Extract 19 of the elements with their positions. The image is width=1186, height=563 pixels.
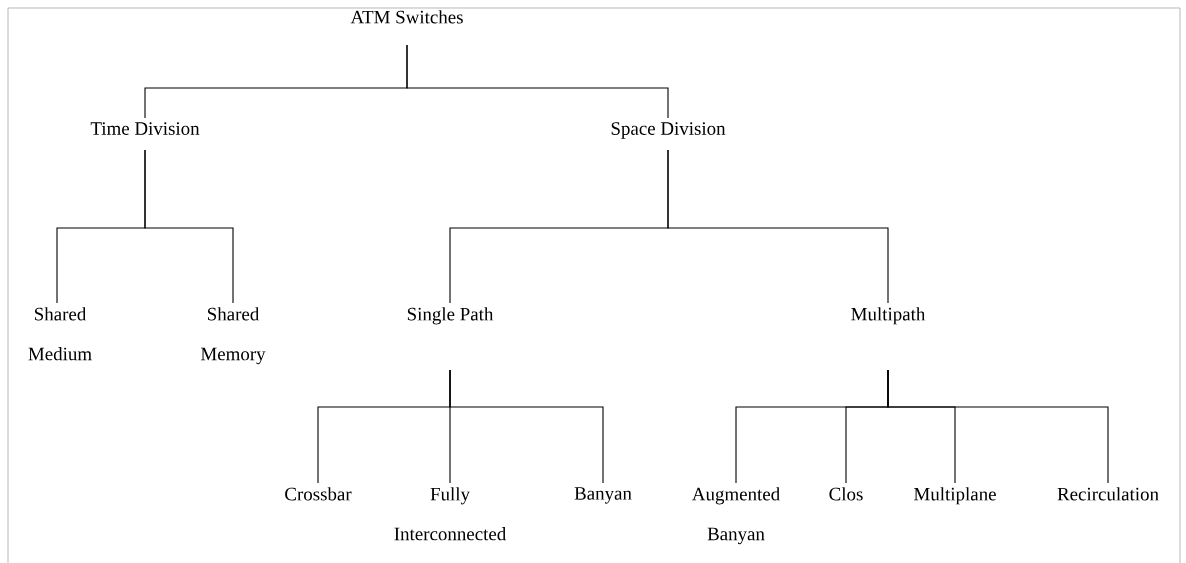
node-label: Recirculation	[1057, 487, 1159, 501]
node-label: Banyan	[574, 487, 632, 504]
connector-line	[406, 44, 669, 119]
node-label: Clos	[829, 487, 863, 501]
node-label: Fully Interconnected	[394, 487, 506, 541]
node-label: Shared Memory	[200, 307, 266, 365]
node-label: Single Path	[407, 307, 494, 325]
node-label: ATM Switches	[350, 10, 463, 24]
node-label: Shared Medium	[28, 307, 92, 361]
node-label: Multiplane	[914, 487, 996, 505]
connector-line	[449, 369, 604, 484]
node-label: Time Division	[90, 122, 200, 135]
node-label: Multipath	[851, 307, 926, 325]
node-label: Space Division	[611, 122, 726, 139]
connector-line	[144, 149, 234, 304]
connector-line	[887, 369, 1109, 484]
node-label: Augmented Banyan	[692, 487, 780, 545]
node-label: Crossbar	[285, 487, 352, 501]
connector-line	[667, 149, 889, 304]
